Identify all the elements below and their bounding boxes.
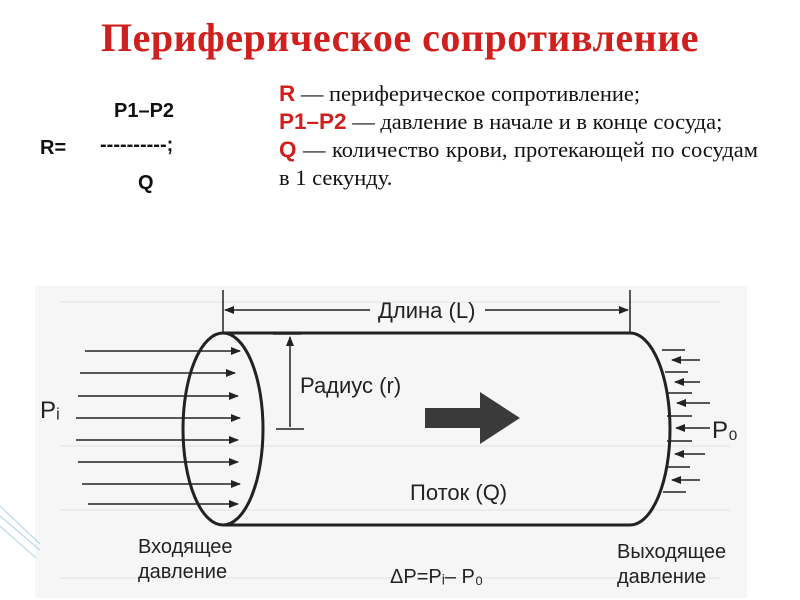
formula-numerator: P1–P2: [114, 100, 175, 122]
definitions-list: R — периферическое сопротивление; P1–P2 …: [243, 80, 758, 192]
vessel-outlet-end: [629, 331, 672, 527]
definition-symbol: R: [279, 81, 296, 106]
pressure-difference-formula: ΔP=Pᵢ– P₀: [390, 566, 483, 588]
formula-lhs: R=: [40, 137, 67, 159]
outlet-label-line1: Выходящее: [617, 541, 726, 563]
length-dimension: Длина (L): [222, 290, 631, 333]
flow-label: Поток (Q): [410, 480, 507, 505]
radius-dimension: Радиус (r): [273, 333, 401, 430]
definition-q: Q — количество крови, протекающей по сос…: [243, 136, 758, 192]
background-texture: [60, 301, 730, 579]
definition-symbol: P1–P2: [279, 109, 347, 134]
inlet-label-line2: давление: [138, 561, 227, 583]
radius-label: Радиус (r): [300, 373, 401, 398]
definition-text: — количество крови, протекающей по сосуд…: [279, 137, 758, 190]
inlet-pressure-arrows: [76, 347, 241, 508]
outlet-pressure-arrows: [671, 356, 710, 484]
definition-text: — периферическое сопротивление;: [300, 81, 641, 106]
formula-fraction-bar: ----------;: [100, 134, 174, 156]
definition-r: R — периферическое сопротивление;: [243, 80, 758, 108]
inlet-label-line1: Входящее: [138, 536, 233, 558]
outlet-pressure-symbol: P₀: [712, 417, 738, 444]
corner-decoration: [0, 505, 41, 559]
vessel-diagram: Длина (L) Радиус (r) Поток (Q) Pᵢ: [0, 286, 747, 598]
diagram-background: [35, 286, 747, 598]
length-label: Длина (L): [378, 298, 475, 323]
flow-arrow: [425, 392, 520, 444]
definition-symbol: Q: [279, 137, 297, 162]
definition-text: — давление в начале и в конце сосуда;: [352, 109, 723, 134]
definition-p1-p2: P1–P2 — давление в начале и в конце сосу…: [243, 108, 758, 136]
formula-denominator: Q: [138, 172, 154, 194]
page-title: Периферическое сопротивление: [100, 15, 700, 60]
inlet-pressure-symbol: Pᵢ: [40, 397, 60, 424]
outlet-label-line2: давление: [617, 566, 706, 588]
outlet-edge-ticks: [662, 349, 692, 493]
